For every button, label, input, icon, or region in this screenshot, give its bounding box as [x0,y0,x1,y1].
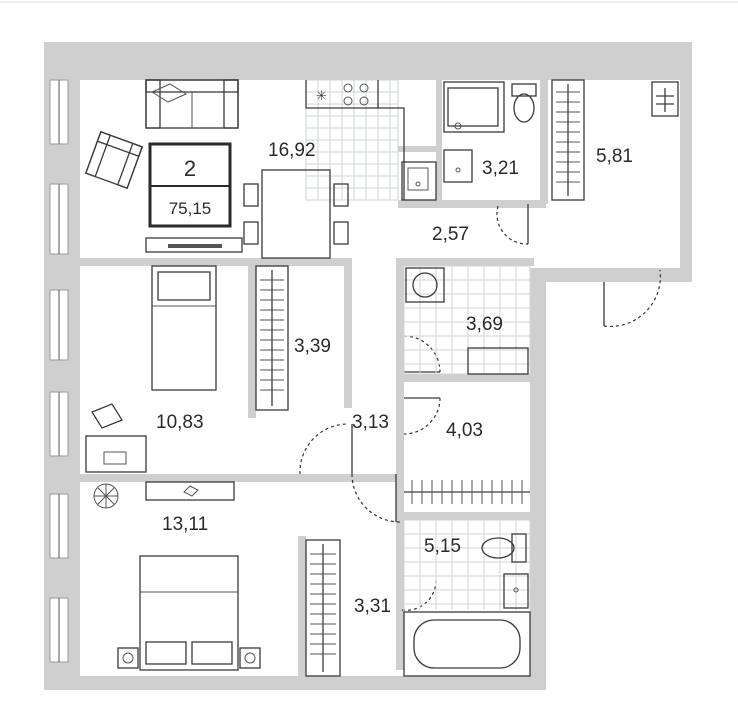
area-bath-top: 3,21 [482,158,519,179]
tv-icon [145,237,243,253]
bath-sink-icon [503,573,529,609]
area-bedroom1: 10,83 [156,412,204,433]
washing-machine-icon [405,267,445,303]
wardrobe-icon [551,79,585,201]
area-corridor: 3,13 [352,412,389,433]
laundry-tiles [403,265,531,375]
sofa-icon [145,79,239,129]
area-labels: 16,92 3,21 5,81 2,57 3,69 3,39 10,83 3,1… [156,140,633,617]
electrical-panel-icon [651,81,679,117]
apartment-badge: 2 75,15 [148,142,232,228]
dresser-icon [145,481,235,501]
area-wardrobe-bedroom1: 3,39 [294,336,331,357]
toilet-icon [481,533,527,563]
area-laundry: 3,69 [466,314,503,335]
badge-rooms: 2 [184,156,196,181]
bed-icon [117,555,261,671]
bed-icon [151,265,217,391]
plant-icon [93,483,119,509]
armchair-icon [84,130,144,190]
badge-area: 75,15 [169,199,212,218]
kitchen-counter [305,80,437,201]
area-bedroom2: 13,11 [162,514,208,535]
wardrobe-icon [255,265,289,411]
windows [49,79,69,663]
toilet-icon [511,83,537,123]
area-kitchen-living: 16,92 [268,140,316,161]
area-hall: 2,57 [432,224,469,245]
stove-icon: ✳ [316,83,369,106]
svg-text:✳: ✳ [316,89,327,104]
kitchen-sink-icon [407,167,429,191]
shower-icon [443,81,505,133]
dining-table-icon [243,169,349,259]
door-arcs [299,204,662,611]
wardrobe-icon [305,539,341,677]
area-closet: 4,03 [446,420,483,441]
area-bathroom: 5,15 [424,536,461,557]
bathtub-icon [403,611,531,677]
area-storage-top: 5,81 [596,146,633,167]
bathroom-tiles [403,519,531,677]
laundry-counter [467,347,529,375]
walls [44,42,692,690]
area-wardrobe-bedroom2: 3,31 [354,596,391,617]
desk-chair-icon [85,403,147,473]
bath-sink-icon [443,149,473,183]
wardrobe-icon [404,480,530,504]
